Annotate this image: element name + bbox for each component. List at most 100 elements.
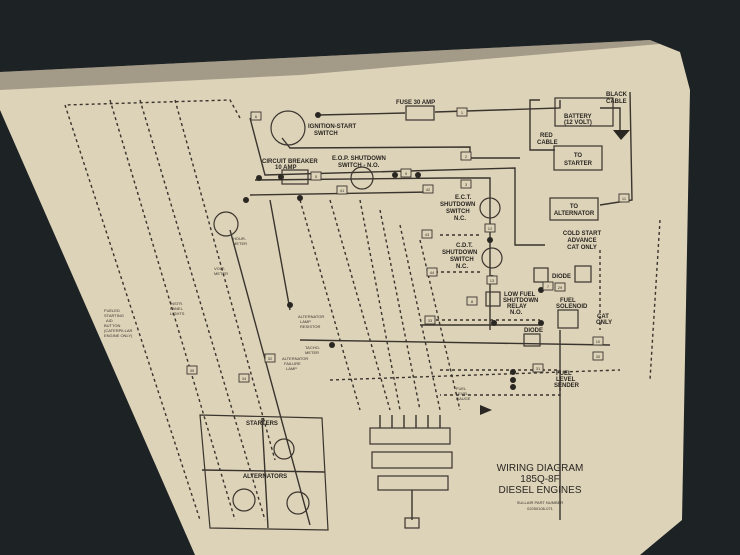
- wire-tag-number: 13: [490, 278, 495, 283]
- arrow-icon: [480, 405, 492, 415]
- tacho-label: TACHO-: [305, 345, 321, 350]
- starter-label-2: STARTER: [564, 161, 593, 167]
- wire-tag-box: [456, 107, 468, 117]
- alt-lamp-label-3: LAMP: [286, 366, 297, 371]
- wire-tag-number: 1: [461, 110, 464, 115]
- wire-tag-number: 3: [465, 182, 468, 187]
- cold-start-label-2: ADVANCE: [567, 238, 596, 244]
- ect-label: E.C.T.: [455, 195, 472, 201]
- battery-label-2: (12 VOLT): [564, 120, 592, 126]
- alternator-label-2: ALTERNATOR: [554, 211, 595, 217]
- ignition-label: IGNITION-START: [308, 124, 357, 130]
- low-fuel-label-3: RELAY: [507, 304, 527, 310]
- red-cable-label-2: CABLE: [537, 140, 558, 146]
- wire-tag-number: 34: [242, 376, 247, 381]
- low-fuel-label-4: N.O.: [510, 310, 523, 316]
- wire-tag-box: [592, 351, 604, 361]
- cdt-label: C.D.T.: [456, 243, 473, 249]
- wire-tag-box: [486, 275, 498, 285]
- wire-tag-number: 2: [465, 154, 468, 159]
- cat-only-label-2: ONLY: [596, 320, 612, 326]
- title-line-3: DIESEL ENGINES: [499, 485, 582, 496]
- panel-lights-label: INSTR.: [170, 301, 183, 306]
- wire-tag-number: 7: [547, 284, 550, 289]
- fuel-level-label-2: LEVEL: [556, 377, 576, 383]
- eop-label-2: SWITCH - N.O.: [338, 163, 380, 169]
- diode-icon: [533, 267, 549, 283]
- cdt-switch-icon: [481, 247, 503, 269]
- wire-tag-box: [421, 229, 433, 239]
- wire-tag-box: [424, 315, 436, 325]
- junction-dots: [243, 112, 544, 390]
- ignition-label-2: SWITCH: [314, 131, 338, 137]
- voltmeter-label: VOLT-: [214, 266, 226, 271]
- wire-tag-box: [554, 282, 566, 292]
- black-cable-label-2: CABLE: [606, 99, 627, 105]
- wire-tag-box: [186, 365, 198, 375]
- breaker-label-2: 10 AMP: [275, 165, 296, 171]
- black-cable-label: BLACK: [606, 92, 628, 98]
- wire-tag-box: [460, 151, 472, 161]
- fuel-gauge-label-2: LEVEL: [456, 391, 469, 396]
- diode2-icon: [523, 333, 541, 347]
- fueled-label-3: AID: [106, 318, 113, 323]
- wire-tag-box: [238, 373, 250, 383]
- title-line-1: WIRING DIAGRAM: [497, 463, 584, 474]
- wire-tag-number: 42: [426, 187, 431, 192]
- wire-tag-number: 6: [255, 114, 258, 119]
- wire-tag-number: 31: [536, 366, 541, 371]
- hourmeter-label: HOUR-: [233, 236, 247, 241]
- wire-tag-box: [460, 179, 472, 189]
- wire-tag-box: [426, 267, 438, 277]
- wire-tag-box: [484, 223, 496, 233]
- wire-tag-number: 32: [268, 356, 273, 361]
- alt-lamp-label-2: FAILURE: [284, 361, 301, 366]
- wire-tag-box: [466, 296, 478, 306]
- fuel-gauge-label: FUEL: [456, 386, 467, 391]
- cdt-label-2: SHUTDOWN: [442, 250, 477, 256]
- cdt-label-3: SWITCH: [450, 257, 474, 263]
- wire-tag-number: 11: [622, 196, 627, 201]
- alt-resistor-label: ALTERNATOR: [298, 314, 324, 319]
- ect-label-3: SWITCH: [446, 209, 470, 215]
- eop-switch-icon: [350, 166, 374, 190]
- ect-label-2: SHUTDOWN: [440, 202, 475, 208]
- ground-icon: [613, 130, 630, 140]
- circuit-breaker-icon: [281, 169, 309, 185]
- cdt-label-4: N.C.: [456, 264, 468, 270]
- dirt-smudge: [0, 40, 660, 90]
- diode-label: DIODE: [552, 274, 571, 280]
- wire-tag-box: [250, 111, 262, 121]
- battery-icon: [554, 97, 614, 127]
- alt-lamp-label: ALTERNATOR: [282, 356, 308, 361]
- wire-tag-box: [310, 171, 322, 181]
- fuse-icon: [405, 105, 435, 121]
- ect-label-4: N.C.: [454, 216, 466, 222]
- starter-label: TO: [574, 153, 583, 159]
- low-fuel-relay-icon: [485, 291, 501, 307]
- tacho-label-2: METER: [305, 350, 319, 355]
- alternator-box: [549, 197, 599, 221]
- wire-tag-number: 29: [558, 285, 563, 290]
- inset-starters-title: STARTERS: [246, 421, 278, 427]
- cold-start-label-3: CAT ONLY: [567, 245, 597, 251]
- alt-resistor-label-2: LAMP: [300, 319, 311, 324]
- breaker-label: CIRCUIT BREAKER: [262, 159, 318, 165]
- title-block: WIRING DIAGRAM 185Q-8F DIESEL ENGINES SU…: [497, 463, 584, 511]
- wire-tag-box: [400, 168, 412, 178]
- fuel-level-label-3: SENDER: [554, 383, 580, 389]
- component-labels: FUSE 30 AMP IGNITION-START SWITCH BATTER…: [104, 92, 628, 401]
- wire-tag-box: [532, 363, 544, 373]
- fuse-label: FUSE 30 AMP: [396, 100, 435, 106]
- wire-tag-box: [542, 281, 554, 291]
- cold-start-label: COLD START: [563, 231, 602, 237]
- fueled-label: FUELED: [104, 308, 120, 313]
- wire-tag-number: 44: [430, 270, 435, 275]
- wire-tag-number: 33: [428, 318, 433, 323]
- wire-tag-number: 41: [340, 188, 345, 193]
- hourmeter-icon: [213, 211, 239, 237]
- wire-tag-number: 43: [425, 232, 430, 237]
